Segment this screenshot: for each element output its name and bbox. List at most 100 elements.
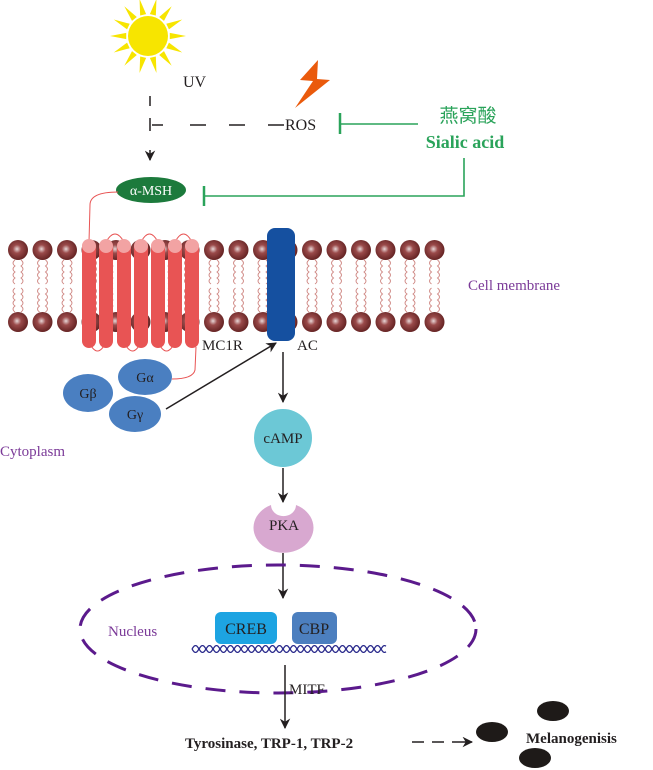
svg-text:Gγ: Gγ: [127, 408, 143, 423]
sun-ray: [124, 6, 137, 21]
melanin-granule: [537, 701, 569, 721]
sun-ray: [139, 0, 147, 16]
enzymes-label: Tyrosinase, TRP-1, TRP-2: [185, 736, 353, 752]
lipid-head: [228, 240, 249, 260]
lightning-icon: [295, 60, 330, 108]
sun-disc: [128, 16, 168, 56]
lipid-head: [57, 312, 77, 332]
mc1r-helix-cap: [168, 239, 182, 253]
lipid-head: [57, 240, 77, 260]
sun-ray: [113, 19, 130, 30]
lipid-tail: [314, 287, 318, 313]
lipid-tail: [363, 287, 367, 313]
lipid-head: [302, 312, 322, 332]
svg-text:Gβ: Gβ: [79, 387, 96, 402]
lipid-tail: [44, 287, 48, 313]
sun-ray: [169, 32, 186, 40]
dna-strand-line: [191, 644, 387, 654]
mc1r-receptor: [82, 233, 199, 352]
lipid-head: [204, 240, 224, 260]
lipid-tail: [257, 259, 261, 285]
mc1r-helix: [134, 240, 148, 348]
lipid-head: [326, 312, 347, 332]
mc1r-helix-cap: [117, 239, 131, 253]
sun-ray: [124, 51, 137, 66]
lipid-tail: [436, 259, 440, 285]
mitf-label: MITF: [289, 682, 325, 698]
lipid-head: [32, 312, 53, 332]
lipid-tail: [387, 259, 391, 285]
lipid-tail: [338, 259, 342, 285]
lipid-tail: [380, 259, 384, 285]
alpha-msh-node: α-MSH: [116, 177, 186, 203]
lipid-tail: [37, 259, 41, 285]
dna-strand-line: [191, 644, 387, 654]
lipid-head: [400, 312, 420, 332]
mc1r-helix: [151, 240, 165, 348]
lipid-tail: [355, 287, 359, 313]
inhibition-alpha-msh-line: [202, 158, 465, 206]
melanogenesis-label: Melanogenisis: [526, 731, 617, 747]
nucleus-label: Nucleus: [108, 624, 157, 640]
svg-text:Gα: Gα: [136, 371, 154, 386]
lipid-tail: [412, 287, 416, 313]
lipid-head: [8, 312, 28, 332]
sun-ray: [149, 0, 157, 16]
ros-label: ROS: [285, 117, 316, 134]
lipid-head: [228, 312, 249, 332]
mc1r-helix: [82, 240, 96, 348]
mc1r-helix-cap: [185, 239, 199, 253]
lipid-head: [375, 312, 396, 332]
svg-text:cAMP: cAMP: [263, 431, 302, 447]
svg-text:CBP: CBP: [299, 621, 329, 638]
lipid-tail: [404, 287, 408, 313]
lipid-tail: [12, 259, 16, 285]
uv-label: UV: [183, 74, 207, 91]
camp-node: cAMP: [254, 409, 312, 467]
lipid-tail: [12, 287, 16, 313]
mc1r-helix-cap: [151, 239, 165, 253]
sun-icon: [110, 0, 186, 74]
lipid-head: [32, 240, 53, 260]
sun-ray: [159, 51, 172, 66]
lipid-head: [424, 312, 445, 332]
lipid-tail: [233, 259, 237, 285]
lipid-tail: [331, 287, 335, 313]
sun-ray: [159, 6, 172, 21]
sun-ray: [166, 19, 183, 30]
lipid-head: [351, 312, 371, 332]
lipid-tail: [306, 287, 310, 313]
lipid-tail: [69, 259, 73, 285]
lipid-head: [375, 240, 396, 260]
lipid-tail: [208, 259, 212, 285]
lipid-head: [302, 240, 322, 260]
lipid-tail: [216, 259, 220, 285]
lipid-tail: [429, 287, 433, 313]
sun-ray: [110, 32, 127, 40]
lipid-tail: [257, 287, 261, 313]
lipid-tail: [436, 287, 440, 313]
pka-node: PKA: [253, 505, 314, 553]
lipid-tail: [306, 259, 310, 285]
lipid-tail: [20, 287, 24, 313]
g-alpha-node: Gα: [118, 359, 172, 395]
lipid-tail: [216, 287, 220, 313]
sun-ray: [166, 42, 183, 53]
g-gamma-to-ac-arrow: [165, 342, 277, 410]
g-beta-node: Gβ: [63, 374, 113, 412]
lipid-head: [8, 240, 28, 260]
mc1r-helix-cap: [99, 239, 113, 253]
lipid-head: [326, 240, 347, 260]
lipid-tail: [338, 287, 342, 313]
svg-text:CREB: CREB: [225, 621, 267, 638]
creb-node: CREB: [215, 612, 277, 644]
lipid-tail: [429, 259, 433, 285]
mc1r-label: MC1R: [202, 338, 243, 354]
lipid-tail: [233, 287, 237, 313]
svg-text:PKA: PKA: [269, 518, 299, 534]
cbp-node: CBP: [292, 612, 337, 644]
lipid-tail: [61, 287, 65, 313]
lipid-tail: [208, 287, 212, 313]
lipid-tail: [387, 287, 391, 313]
